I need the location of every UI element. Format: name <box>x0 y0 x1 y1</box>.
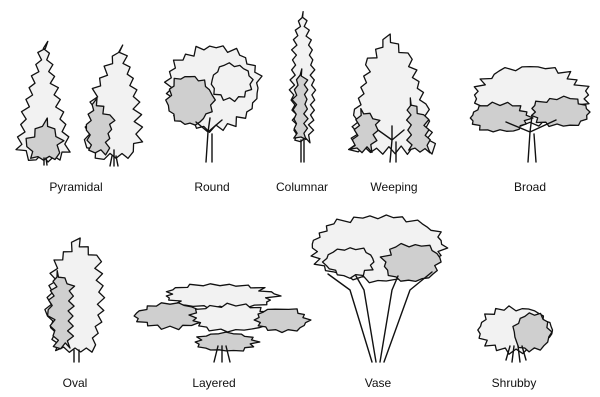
label-columnar: Columnar <box>276 180 328 194</box>
label-shrubby: Shrubby <box>492 376 537 390</box>
label-layered: Layered <box>192 376 235 390</box>
columnar-tree-trunk <box>301 140 304 162</box>
layered-tree-right-layer <box>254 309 311 333</box>
label-broad: Broad <box>514 180 546 194</box>
label-pyramidal: Pyramidal <box>49 180 102 194</box>
vase-tree-trunk <box>328 272 432 362</box>
label-vase: Vase <box>365 376 391 390</box>
label-weeping: Weeping <box>370 180 417 194</box>
vase-tree-shade-right <box>380 244 441 282</box>
label-oval: Oval <box>63 376 88 390</box>
oval-tree-trunk <box>74 350 79 362</box>
pyramidal-tree-left-trunk <box>44 158 47 165</box>
layered-tree-bottom-layer <box>195 332 260 351</box>
label-round: Round <box>194 180 229 194</box>
